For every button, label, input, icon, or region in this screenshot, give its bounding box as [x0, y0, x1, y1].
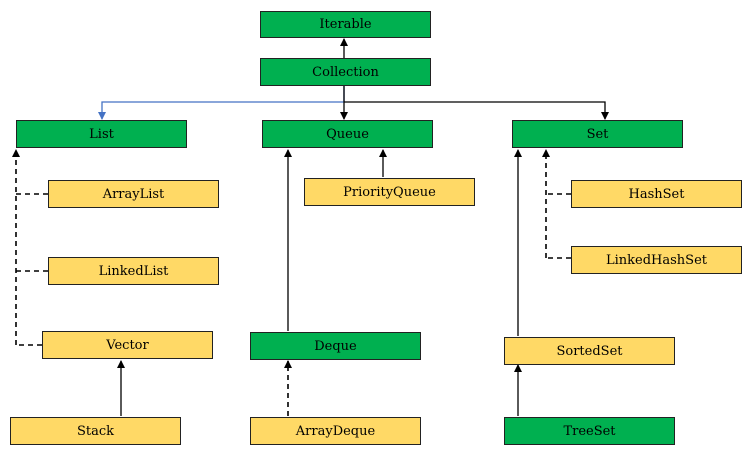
- node-list: List: [16, 120, 187, 148]
- node-sortedset: SortedSet: [504, 337, 675, 365]
- node-linkedhashset: LinkedHashSet: [571, 246, 742, 274]
- node-vector: Vector: [42, 331, 213, 359]
- node-stack: Stack: [10, 417, 181, 445]
- edge-collection-list: [98, 86, 345, 120]
- node-linkedlist: LinkedList: [48, 257, 219, 285]
- node-arraydeque: ArrayDeque: [250, 417, 421, 445]
- node-hashset: HashSet: [571, 180, 742, 208]
- edge-collection-set: [344, 101, 609, 120]
- node-treeset: TreeSet: [504, 417, 675, 445]
- node-arraylist: ArrayList: [48, 180, 219, 208]
- node-collection: Collection: [260, 58, 431, 86]
- node-queue: Queue: [262, 120, 433, 148]
- node-iterable: Iterable: [260, 11, 431, 38]
- node-set: Set: [512, 120, 683, 148]
- node-priorityqueue: PriorityQueue: [304, 178, 475, 206]
- node-deque: Deque: [250, 332, 421, 360]
